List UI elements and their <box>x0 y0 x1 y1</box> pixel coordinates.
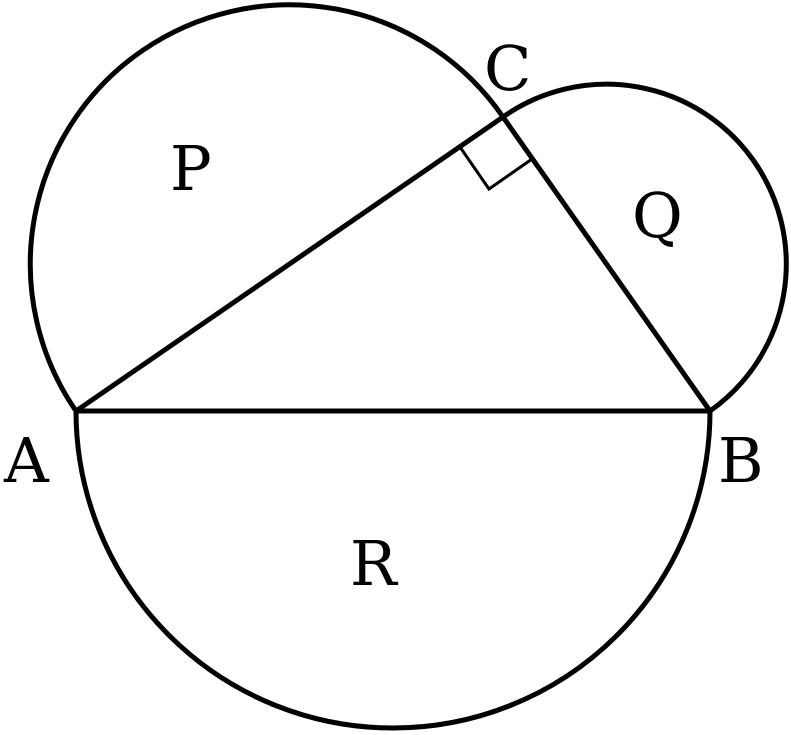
label-region-q: Q <box>632 179 683 252</box>
label-vertex-b: B <box>718 424 764 497</box>
semicircle-p <box>27 2 506 414</box>
label-vertex-a: A <box>3 424 50 497</box>
side-cb <box>500 114 713 414</box>
label-vertex-c: C <box>484 32 531 105</box>
label-region-p: P <box>170 132 212 205</box>
label-region-r: R <box>350 527 399 600</box>
right-angle-marker <box>458 146 533 192</box>
semicircle-r <box>73 408 713 731</box>
semicircle-q <box>500 81 789 414</box>
side-ac <box>73 114 506 414</box>
